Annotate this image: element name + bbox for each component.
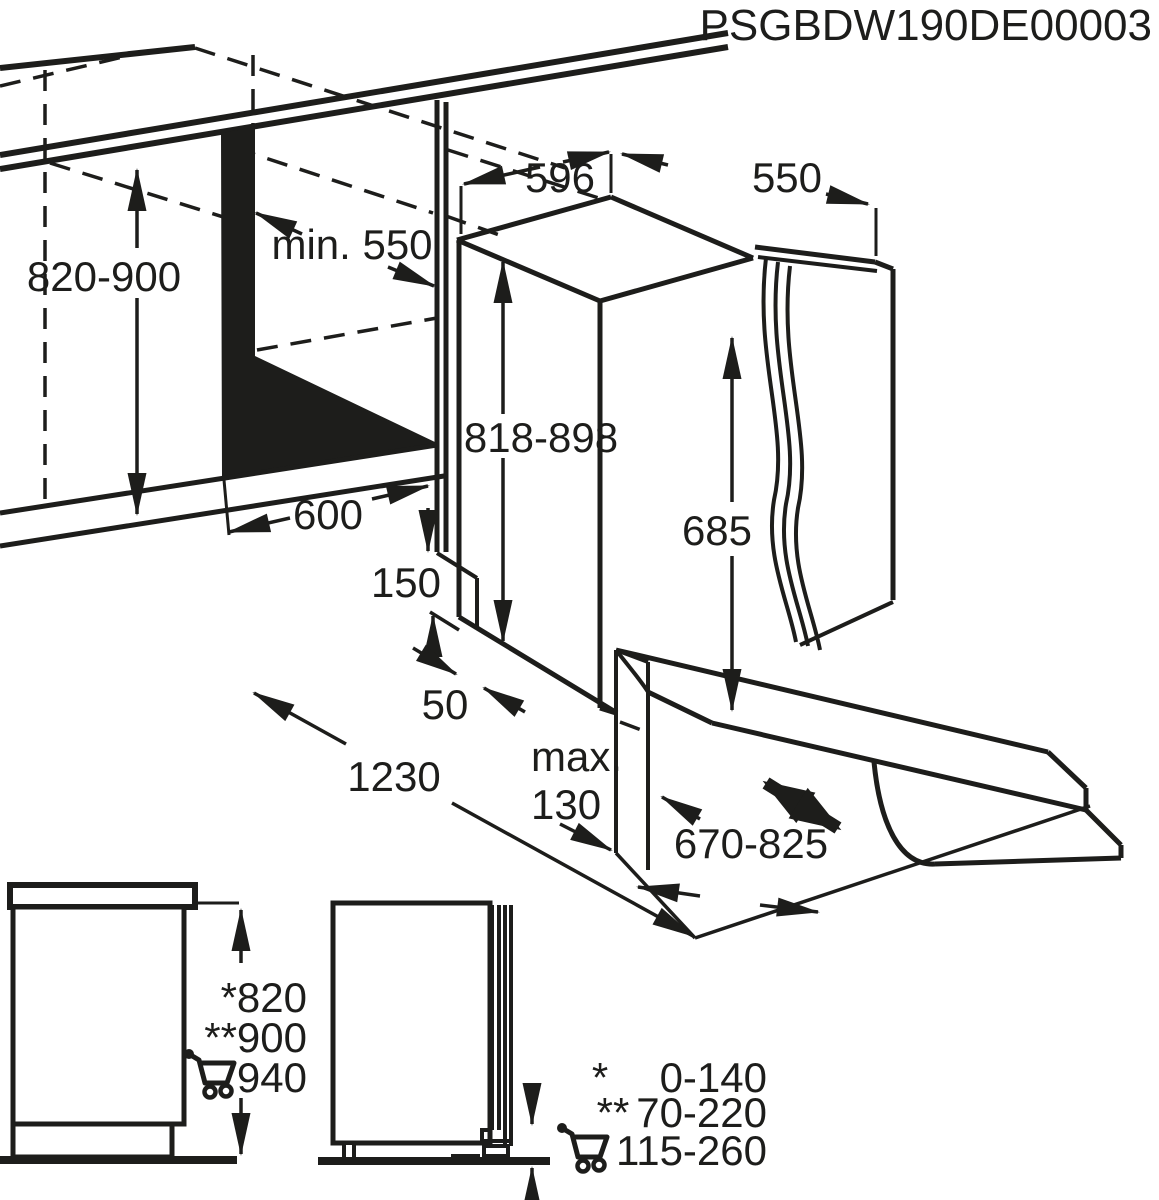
- dim-niche-width: 600: [227, 484, 430, 538]
- legend-dblstar-range: 70-220: [636, 1089, 767, 1136]
- dim-appliance-depth: 550: [620, 152, 878, 256]
- elevation-cabinet: *820 **900 940: [0, 882, 307, 1164]
- worktop: [0, 30, 729, 172]
- dim-label-appliance-depth: 550: [752, 154, 822, 201]
- legend-star-range: 0-140: [660, 1054, 767, 1101]
- dim-label-max-word: max.: [531, 733, 622, 780]
- legend-cart-range: 115-260: [616, 1127, 767, 1174]
- elevation-label-cart-height: 940: [237, 1054, 307, 1101]
- dishwasher-unit: [456, 194, 754, 870]
- dim-plinth-recess: max. 130: [531, 733, 622, 852]
- drawing-title: PSGBDW190DE00003: [700, 1, 1152, 50]
- dim-door-height: 685: [682, 336, 752, 712]
- hidden-edges: [0, 46, 645, 733]
- dim-door-slide-range: 670-825: [636, 795, 828, 917]
- dim-open-door-clearance: 1230: [252, 691, 695, 938]
- elevation-label-dblstar-height: **900: [204, 1014, 307, 1061]
- dim-label-niche-min-depth: min. 550: [271, 221, 432, 268]
- furniture-door-panel: [754, 244, 896, 651]
- niche-shadow: [221, 127, 437, 477]
- elevation-label-star-height: *820: [221, 974, 307, 1021]
- dim-label-open-door-clearance: 1230: [347, 753, 440, 800]
- dim-niche-min-depth: min. 550: [254, 211, 436, 288]
- dim-appliance-width: 596: [459, 150, 613, 234]
- elevation-dishwasher: [318, 900, 550, 1200]
- dim-side-gap: 50: [412, 644, 526, 728]
- adjustment-legend: * 0-140 ** 70-220 115-260: [557, 1054, 767, 1174]
- dim-label-appliance-height: 818-898: [464, 414, 618, 461]
- dim-label-appliance-width: 596: [525, 154, 595, 201]
- legend-dblstar-mark: **: [597, 1089, 630, 1136]
- dim-appliance-height: 818-898: [464, 260, 618, 643]
- dim-label-door-slide-range: 670-825: [674, 820, 828, 867]
- slide-direction-arrow-icon: [762, 777, 842, 834]
- dim-label-niche-width: 600: [293, 491, 363, 538]
- dim-label-max-value: 130: [531, 781, 601, 828]
- dim-plinth-height: 150: [371, 508, 443, 657]
- dim-label-plinth-height: 150: [371, 559, 441, 606]
- dim-label-door-height: 685: [682, 507, 752, 554]
- dim-label-niche-height: 820-900: [27, 253, 181, 300]
- legend-star-mark: *: [592, 1054, 608, 1101]
- cabinet-side-panel: [429, 100, 479, 632]
- dim-label-side-gap: 50: [422, 681, 469, 728]
- dim-niche-height: 820-900: [27, 168, 181, 516]
